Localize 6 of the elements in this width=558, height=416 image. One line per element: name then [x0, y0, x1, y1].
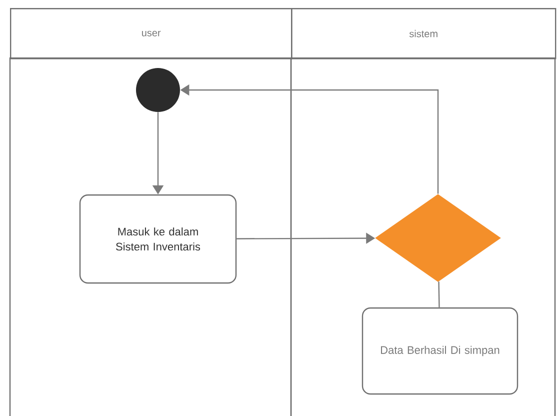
activity-box: Masuk ke dalam Sistem Inventaris	[79, 194, 237, 284]
activity-box: Data Berhasil Di simpan	[362, 307, 518, 395]
start-node	[136, 68, 180, 112]
decision-diamond	[375, 194, 501, 282]
node-label: user	[142, 30, 161, 36]
node-label: sistem	[409, 30, 438, 38]
